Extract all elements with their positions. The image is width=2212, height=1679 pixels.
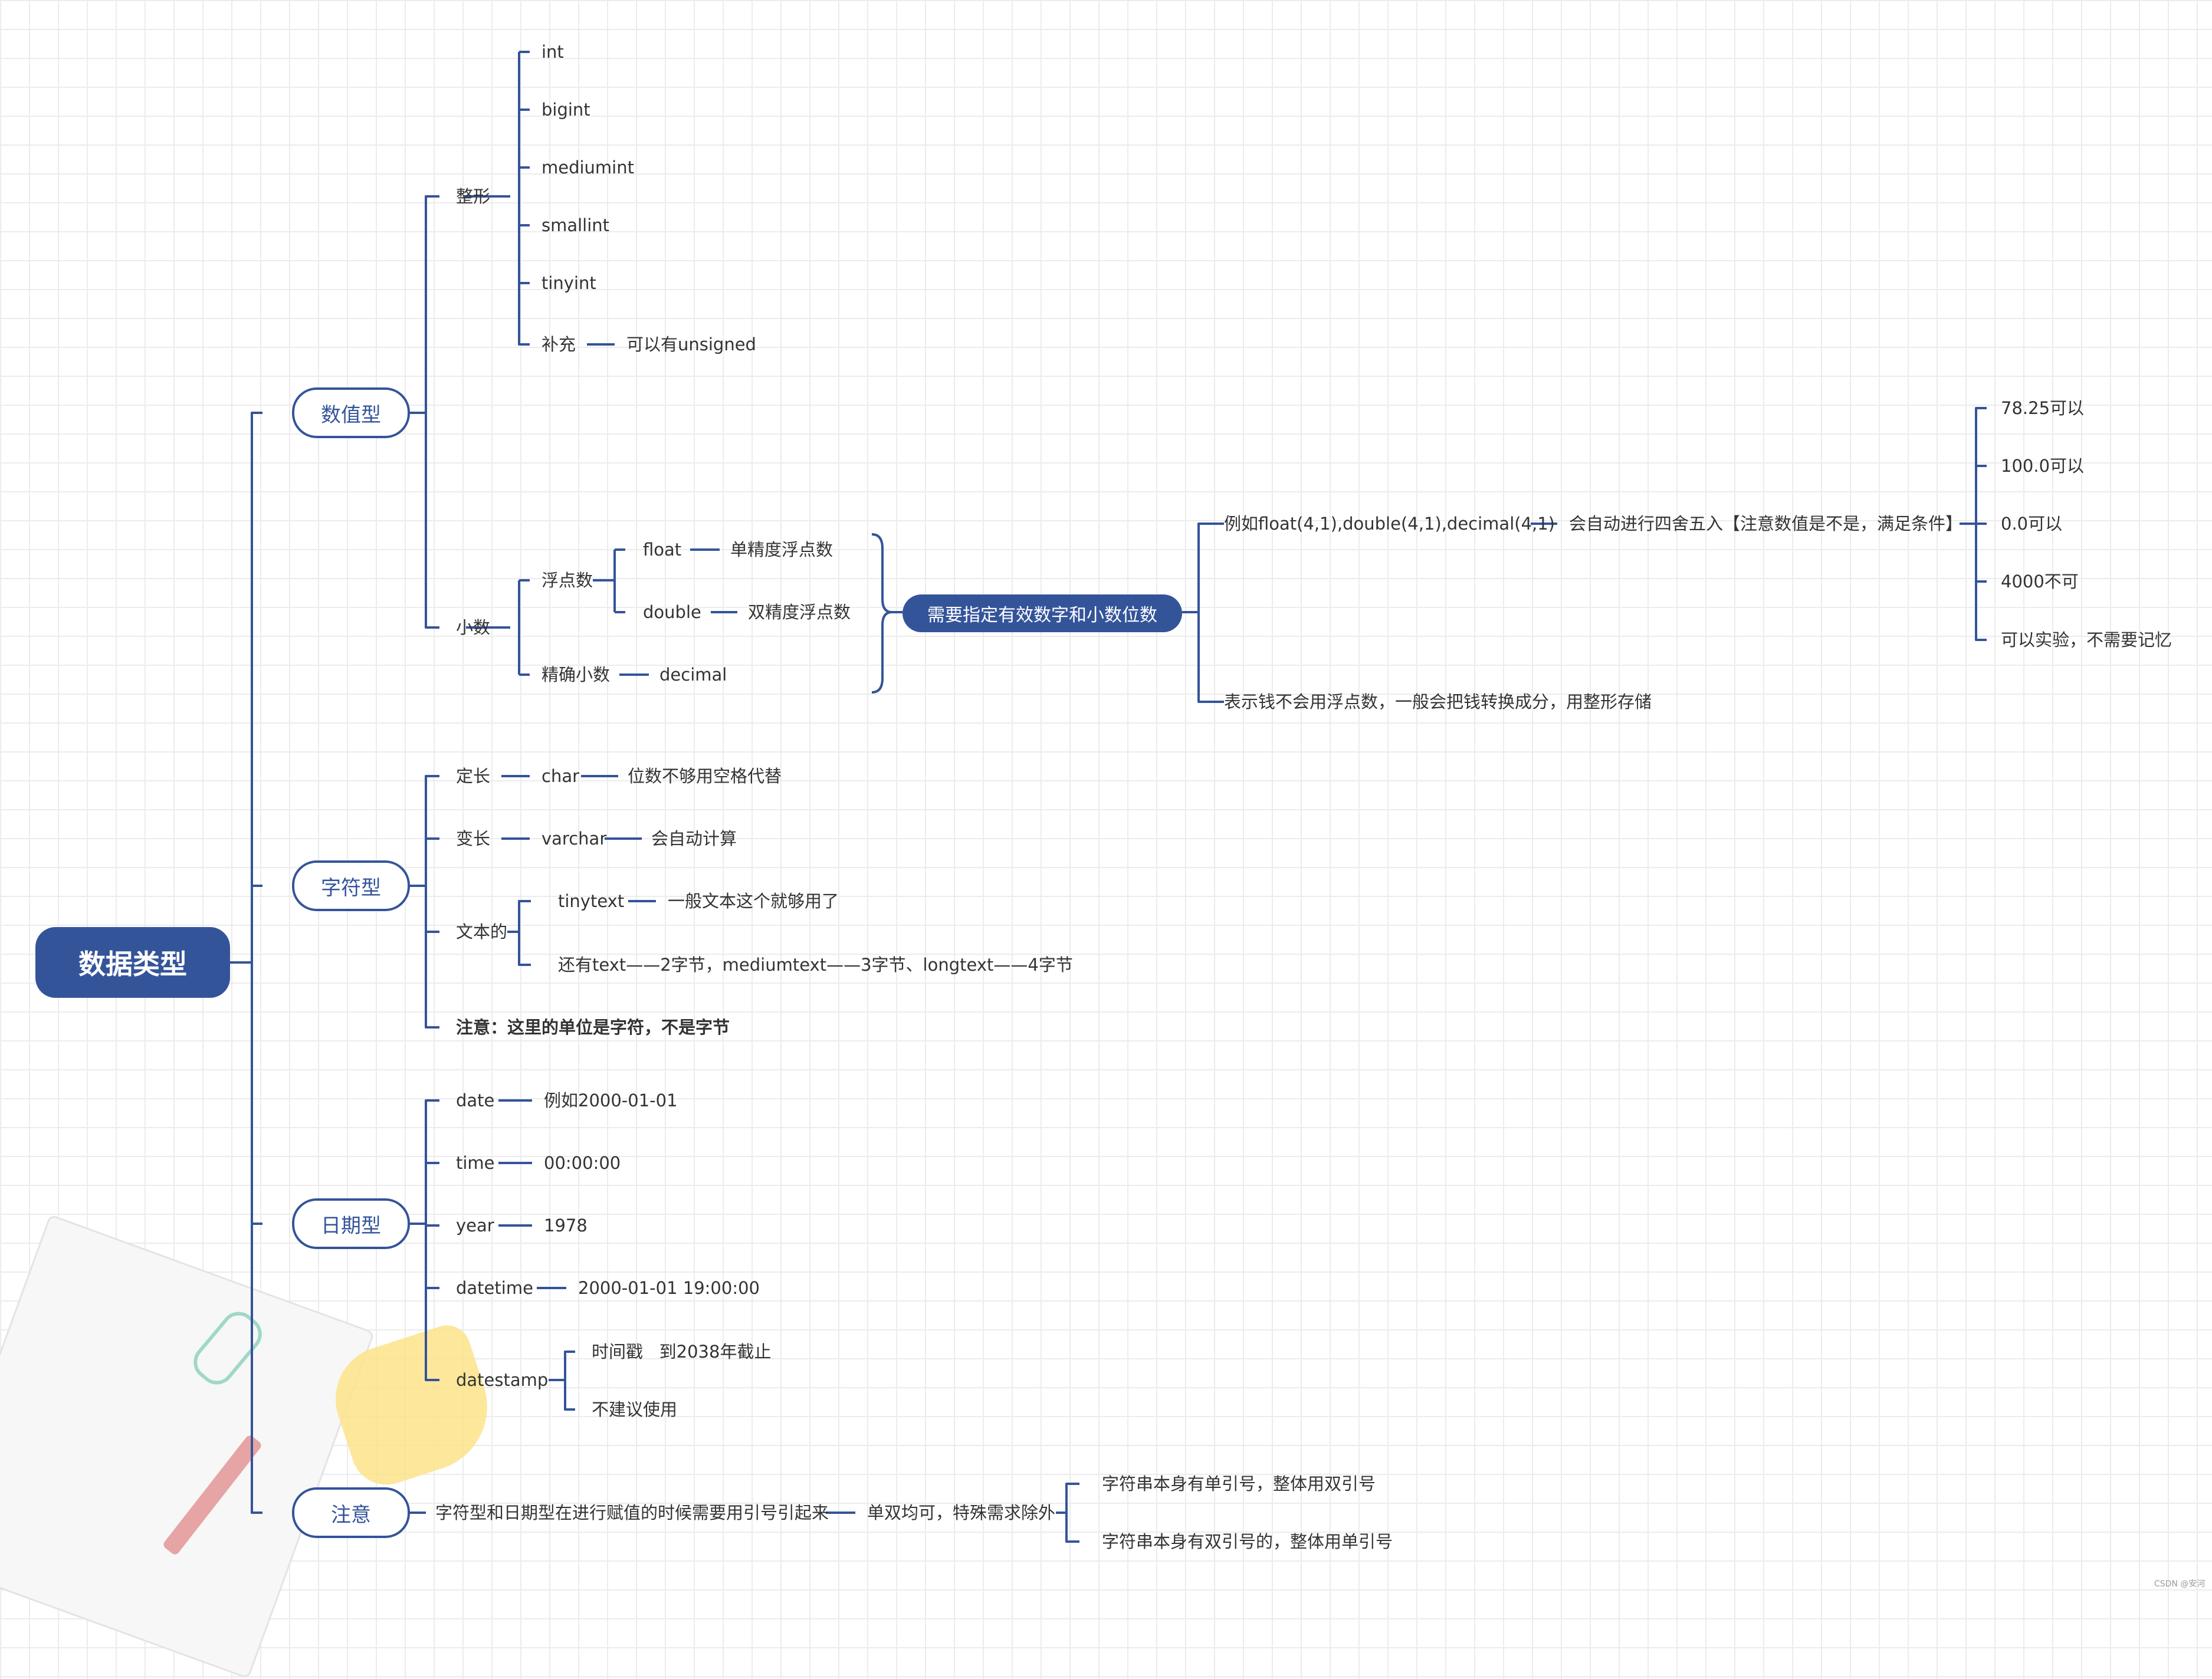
tinytext-desc[interactable]: 一般文本这个就够用了 — [668, 891, 839, 911]
category-date[interactable]: 日期型 — [292, 1198, 410, 1249]
time-node[interactable]: time — [456, 1153, 495, 1173]
date-node[interactable]: date — [456, 1090, 495, 1110]
float-group-node[interactable]: 浮点数 — [541, 570, 593, 590]
case-experiment[interactable]: 可以实验，不需要记忆 — [2001, 630, 2172, 650]
money-note[interactable]: 表示钱不会用浮点数，一般会把钱转换成分，用整形存储 — [1224, 692, 1652, 712]
year-node[interactable]: year — [456, 1215, 494, 1236]
integer-node[interactable]: 整形 — [456, 186, 491, 206]
other-text-types[interactable]: 还有text——2字节，mediumtext——3字节、longtext——4字… — [558, 955, 1073, 975]
quote-rule-single[interactable]: 字符串本身有单引号，整体用双引号 — [1102, 1474, 1376, 1494]
case-0-0[interactable]: 0.0可以 — [2001, 514, 2063, 534]
category-note[interactable]: 注意 — [292, 1487, 410, 1538]
category-numeric[interactable]: 数值型 — [292, 387, 410, 438]
quote-note-main[interactable]: 字符型和日期型在进行赋值的时候需要用引号引起来 — [435, 1503, 829, 1523]
varchar-type[interactable]: varchar — [541, 829, 607, 849]
integer-type-smallint[interactable]: smallint — [541, 215, 610, 235]
integer-supplement-value[interactable]: 可以有unsigned — [626, 334, 756, 354]
datestamp-node[interactable]: datestamp — [456, 1370, 549, 1390]
integer-type-mediumint[interactable]: mediumint — [541, 157, 634, 178]
varchar-desc[interactable]: 会自动计算 — [651, 829, 737, 849]
datestamp-advice[interactable]: 不建议使用 — [592, 1399, 678, 1420]
double-desc[interactable]: 双精度浮点数 — [748, 602, 851, 622]
string-unit-note[interactable]: 注意：这里的单位是字符，不是字节 — [456, 1017, 730, 1037]
tinytext-type[interactable]: tinytext — [558, 891, 625, 911]
decimal-node[interactable]: 小数 — [456, 617, 491, 638]
datetime-node[interactable]: datetime — [456, 1278, 533, 1298]
time-example[interactable]: 00:00:00 — [544, 1153, 621, 1173]
integer-supplement-node[interactable]: 补充 — [541, 334, 576, 354]
double-type[interactable]: double — [643, 602, 701, 622]
case-4000[interactable]: 4000不可 — [2001, 571, 2079, 592]
precision-example[interactable]: 例如float(4,1),double(4,1),decimal(4,1) — [1224, 514, 1555, 534]
datetime-example[interactable]: 2000-01-01 19:00:00 — [578, 1278, 760, 1298]
watermark: CSDN @安河 — [2154, 1579, 2206, 1589]
fixed-length-node[interactable]: 定长 — [456, 766, 491, 786]
datestamp-range[interactable]: 时间戳 到2038年截止 — [592, 1342, 772, 1362]
float-type[interactable]: float — [643, 540, 682, 560]
root-node[interactable]: 数据类型 — [35, 927, 230, 998]
float-desc[interactable]: 单精度浮点数 — [730, 540, 833, 560]
quote-note-sub[interactable]: 单双均可，特殊需求除外 — [867, 1503, 1056, 1523]
precision-highlight-node[interactable]: 需要指定有效数字和小数位数 — [902, 594, 1182, 632]
rounding-note[interactable]: 会自动进行四舍五入【注意数值是不是，满足条件】 — [1569, 514, 1963, 534]
mindmap-connectors — [230, 51, 1987, 1543]
text-node[interactable]: 文本的 — [456, 922, 508, 942]
year-example[interactable]: 1978 — [544, 1215, 588, 1236]
case-78-25[interactable]: 78.25可以 — [2001, 398, 2085, 418]
integer-type-bigint[interactable]: bigint — [541, 100, 590, 120]
variable-length-node[interactable]: 变长 — [456, 829, 491, 849]
exact-decimal-type[interactable]: decimal — [659, 665, 727, 685]
char-desc[interactable]: 位数不够用空格代替 — [628, 766, 782, 786]
case-100-0[interactable]: 100.0可以 — [2001, 456, 2085, 476]
date-example[interactable]: 例如2000-01-01 — [544, 1090, 678, 1110]
integer-type-tinyint[interactable]: tinyint — [541, 273, 596, 293]
quote-rule-double[interactable]: 字符串本身有双引号的，整体用单引号 — [1102, 1532, 1393, 1552]
integer-type-int[interactable]: int — [541, 42, 564, 62]
exact-decimal-node[interactable]: 精确小数 — [541, 665, 611, 685]
char-type[interactable]: char — [541, 766, 580, 786]
category-string[interactable]: 字符型 — [292, 860, 410, 911]
